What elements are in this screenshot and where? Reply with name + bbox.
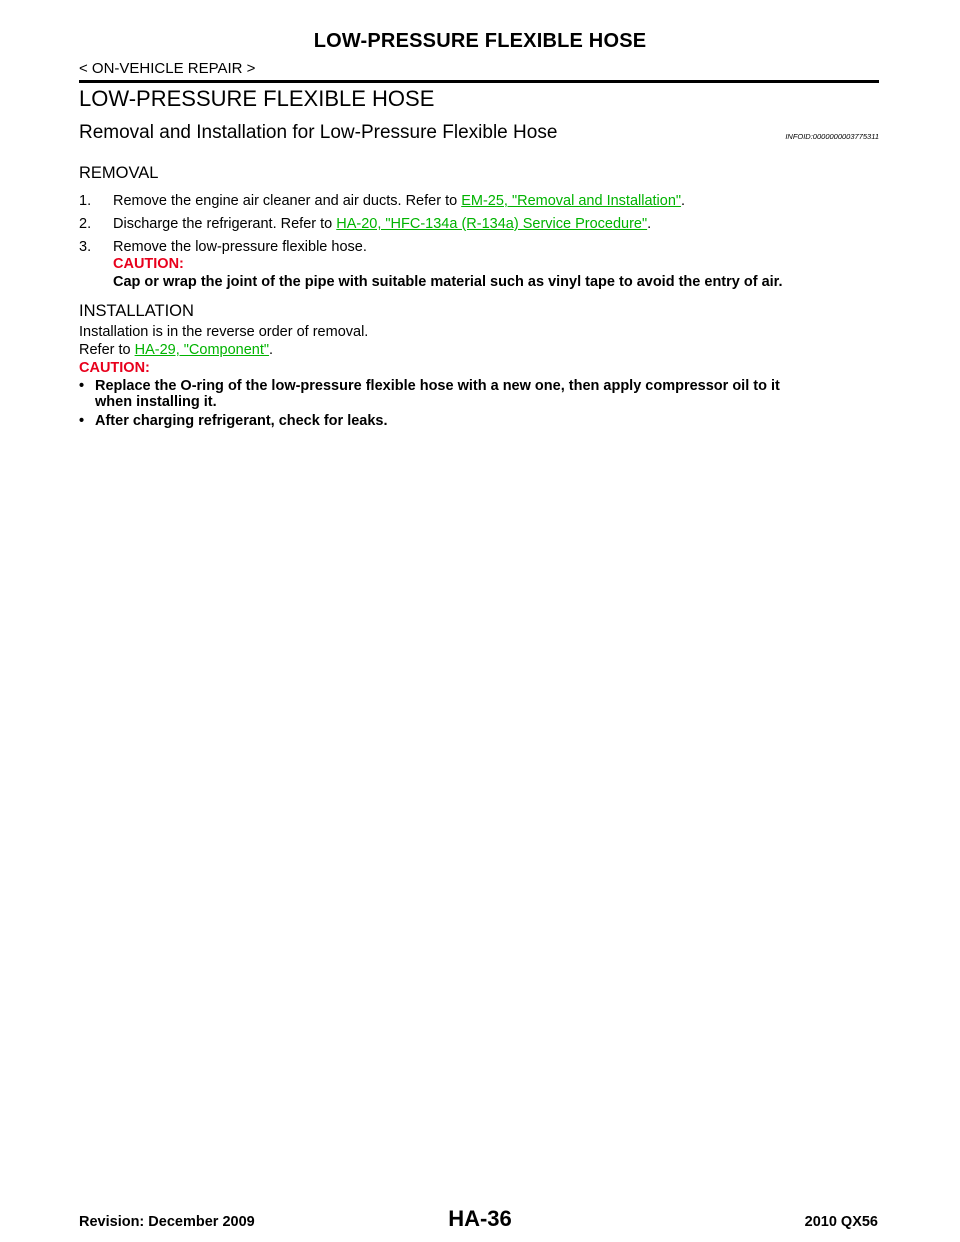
info-id: INFOID:0000000003775311 — [785, 132, 879, 141]
subsection-title: Removal and Installation for Low-Pressur… — [79, 122, 558, 143]
page-header-title: LOW-PRESSURE FLEXIBLE HOSE — [313, 30, 647, 52]
refer-end: . — [269, 342, 274, 358]
section-title: LOW-PRESSURE FLEXIBLE HOSE — [79, 86, 435, 111]
footer-model: 2010 QX56 — [804, 1214, 878, 1230]
installation-text: Installation is in the reverse order of … — [79, 324, 369, 340]
header-divider — [79, 80, 879, 83]
installation-heading: INSTALLATION — [79, 302, 194, 320]
step-number: 2. — [79, 216, 92, 232]
link-em-25[interactable]: EM-25, "Removal and Installation" — [461, 193, 682, 209]
bullet-dot: • — [79, 378, 85, 394]
footer-revision: Revision: December 2009 — [79, 1214, 255, 1230]
step-end: . — [681, 193, 686, 209]
bullet-dot: • — [79, 413, 85, 429]
bullet-text-continued: when installing it. — [95, 394, 217, 410]
step-text: Remove the low-pressure flexible hose. — [113, 239, 367, 255]
step-end: . — [647, 216, 652, 232]
subsection-header: Removal and Installation for Low-Pressur… — [79, 122, 879, 150]
step-number: 3. — [79, 239, 92, 255]
page-number: HA-36 — [448, 1206, 512, 1231]
caution-bullet-1: • Replace the O-ring of the low-pressure … — [79, 378, 879, 410]
installation-caution-label: CAUTION: — [79, 360, 150, 376]
step-text: Discharge the refrigerant. Refer to — [113, 216, 337, 232]
removal-caution-text: Cap or wrap the joint of the pipe with s… — [113, 274, 783, 290]
step-text: Remove the engine air cleaner and air du… — [113, 193, 462, 209]
step-number: 1. — [79, 193, 92, 209]
breadcrumb[interactable]: < ON-VEHICLE REPAIR > — [79, 60, 256, 77]
removal-step-1: 1. Remove the engine air cleaner and air … — [79, 193, 685, 209]
link-ha-20[interactable]: HA-20, "HFC-134a (R-134a) Service Proced… — [336, 216, 648, 232]
caution-bullet-2: • After charging refrigerant, check for l… — [79, 413, 879, 429]
removal-caution-label: CAUTION: — [113, 256, 184, 272]
bullet-text: After charging refrigerant, check for le… — [95, 413, 388, 429]
refer-prefix: Refer to — [79, 342, 135, 358]
installation-refer: Refer to HA-29, "Component". — [79, 342, 273, 358]
removal-heading: REMOVAL — [79, 164, 159, 182]
link-ha-29[interactable]: HA-29, "Component" — [134, 342, 270, 358]
bullet-text: Replace the O-ring of the low-pressure f… — [95, 378, 780, 394]
removal-step-2: 2. Discharge the refrigerant. Refer to HA… — [79, 216, 651, 232]
removal-step-3: 3. Remove the low-pressure flexible hose. — [79, 239, 367, 255]
